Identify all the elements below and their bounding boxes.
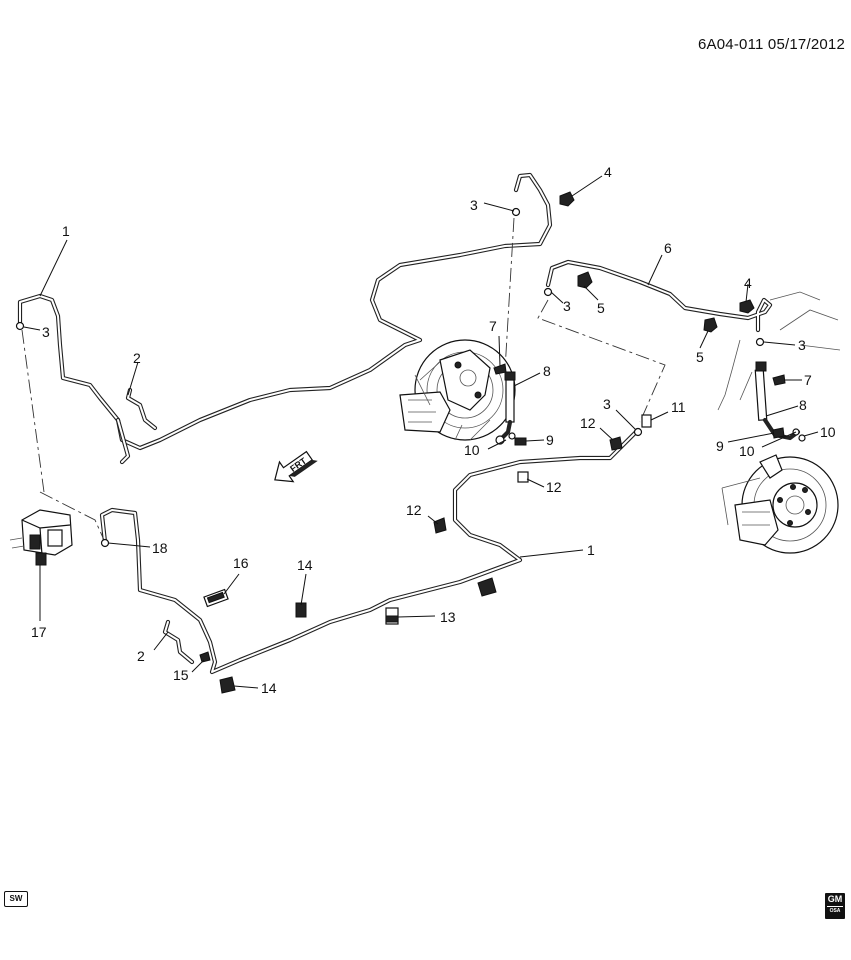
callout-2-upper: 2 [133, 350, 141, 366]
reference-line [39, 491, 105, 541]
diagram-id: 6A04-011 05/17/2012 [698, 36, 845, 53]
callout-5-b: 5 [696, 349, 704, 365]
callout-3-upper: 3 [470, 197, 478, 213]
clip-12-c [433, 517, 447, 534]
fitting-18 [100, 538, 110, 548]
callout-12-a: 12 [580, 415, 596, 431]
gm-logo-sub: OSA [827, 906, 843, 915]
callout-15: 15 [173, 667, 189, 683]
abs-module [9, 509, 73, 566]
callout-3-upper-left: 3 [42, 324, 50, 340]
callout-7-center: 7 [489, 318, 497, 334]
callout-18: 18 [152, 540, 168, 556]
callout-labels: 1 3 2 3 4 6 3 5 4 5 3 7 7 8 8 9 9 10 10 … [31, 164, 836, 696]
fitting-11 [641, 414, 652, 428]
front-brake-assembly [721, 454, 839, 554]
callout-4-upper: 4 [604, 164, 612, 180]
clip-14-b [219, 676, 236, 694]
callout-10-center: 10 [464, 442, 480, 458]
brake-pipe-6 [545, 259, 773, 333]
clip-12-b [517, 471, 529, 483]
callout-16: 16 [233, 555, 249, 571]
clip-5-a [577, 271, 593, 289]
clip-4-right [739, 299, 755, 314]
sw-badge: SW [4, 891, 28, 907]
gm-logo-text: GM [827, 894, 843, 904]
callout-10-far-right: 10 [820, 424, 836, 440]
callout-11: 11 [671, 399, 686, 415]
washer-10-right [792, 428, 806, 442]
clip-13-a [385, 607, 399, 625]
clip-12-a [609, 436, 623, 451]
callout-5-a: 5 [597, 300, 605, 316]
reference-line [537, 299, 666, 423]
callout-1-upper: 1 [62, 223, 70, 239]
clip-5-b [703, 317, 718, 333]
callout-9-center: 9 [546, 432, 554, 448]
callout-10-right: 10 [739, 443, 755, 459]
brake-pipe-2-upper [125, 387, 158, 431]
callout-17: 17 [31, 624, 47, 640]
brake-pipe-2-lower [162, 619, 195, 665]
reference-line [21, 329, 45, 493]
callout-3-mid: 3 [603, 396, 611, 412]
callout-14-b: 14 [261, 680, 277, 696]
clip-15 [199, 651, 211, 663]
clip-7-center [493, 363, 507, 375]
callout-7-right: 7 [804, 372, 812, 388]
callout-14-a: 14 [297, 557, 313, 573]
callout-9-right: 9 [716, 438, 724, 454]
callout-6: 6 [664, 240, 672, 256]
clip-4-upper [559, 191, 575, 207]
callout-2-lower: 2 [137, 648, 145, 664]
front-direction-arrow: FRT [274, 450, 318, 483]
rear-brake-assembly [399, 339, 516, 441]
fitting-3-mid [633, 427, 643, 437]
fitting-3-upper [511, 207, 521, 217]
callout-13: 13 [440, 609, 456, 625]
clip-16 [203, 588, 229, 608]
callout-3-pipe6: 3 [563, 298, 571, 314]
callout-1-lower: 1 [587, 542, 595, 558]
gm-logo: GM OSA [825, 893, 845, 919]
callout-3-right: 3 [798, 337, 806, 353]
clip-14-a [295, 602, 307, 618]
reference-line [504, 217, 515, 371]
callout-12-c: 12 [406, 502, 422, 518]
fitting-3-right [755, 337, 765, 347]
fitting-3-pipe6 [543, 287, 553, 297]
vehicle-body-outline [717, 291, 841, 411]
brake-pipe-lower [99, 427, 641, 675]
fitting-3-upper-left [15, 321, 25, 331]
clip-7-right [772, 374, 786, 386]
bolt-9-center [514, 437, 527, 446]
bolt-9-right [772, 427, 785, 439]
clip-13-b [477, 577, 497, 597]
brake-hose-right [754, 361, 801, 441]
brake-pipe-upper [17, 172, 553, 465]
leader-lines [23, 175, 819, 689]
callout-8-right: 8 [799, 397, 807, 413]
callout-12-b: 12 [546, 479, 562, 495]
callout-4-right: 4 [744, 275, 752, 291]
callout-8-center: 8 [543, 363, 551, 379]
